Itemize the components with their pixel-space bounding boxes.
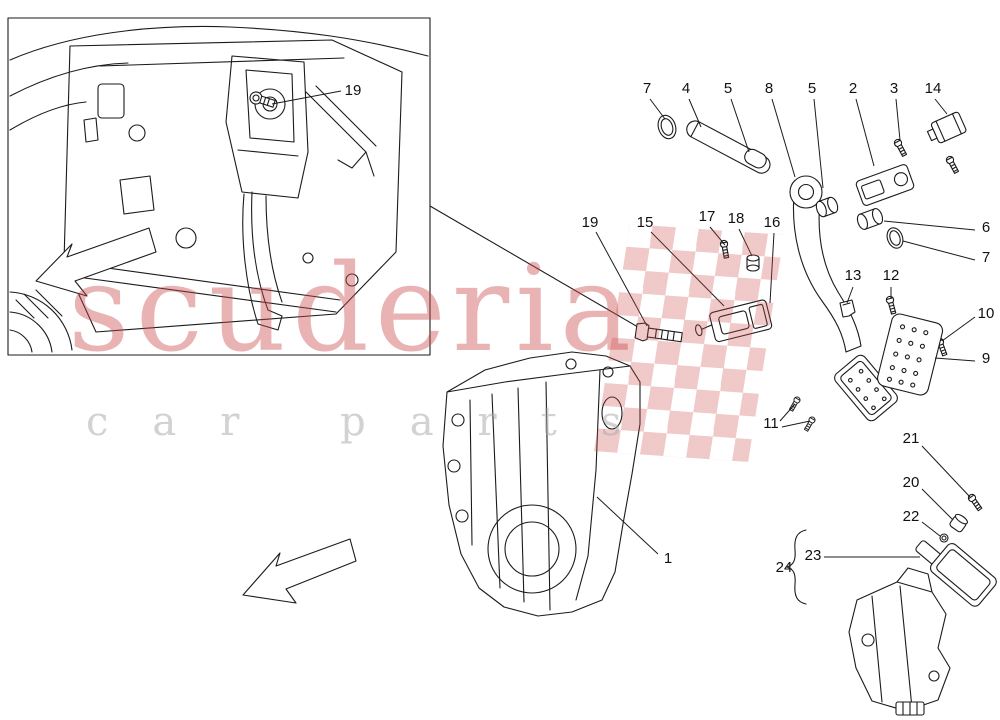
callout-1: 1 [664,550,672,567]
switch-bracket-assembly [695,299,773,343]
leader-line [709,226,726,246]
leader-line [730,98,750,153]
o-ring-part [886,227,904,249]
leader-line [595,231,648,327]
callout-19: 19 [582,214,599,231]
accelerator-pedal-assembly [786,492,997,716]
inset-direction-arrow-icon [35,227,157,297]
grommet-part [949,513,968,533]
rod-bushing-part [744,148,767,169]
leader-line [738,228,753,257]
leader-line [883,220,976,231]
callout-4: 4 [682,80,690,97]
leader-line [779,403,796,422]
hub-bushing-part [815,196,839,218]
callout-17: 17 [699,208,716,225]
callout-2: 2 [849,80,857,97]
leader-line [895,98,901,141]
leader-line [855,98,875,167]
leader-line [902,240,976,261]
callout-6: 6 [982,219,990,236]
inset-view [7,17,431,356]
callout-14: 14 [925,80,942,97]
switch-part [926,111,967,144]
leader-line [769,232,775,304]
screw-part [885,295,898,316]
leader-line [934,357,976,362]
callout-15: 15 [637,214,654,231]
direction-arrow-icon [242,538,357,604]
screw-part [892,137,909,158]
callout-16: 16 [764,214,781,231]
callout-20: 20 [903,474,920,491]
callout-5: 5 [724,80,732,97]
leader-line [941,316,976,342]
leader-line [846,286,854,304]
callout-7: 7 [982,249,990,266]
clutch-pedal-pad [834,354,898,422]
leader-line [934,98,948,115]
leader-line [271,90,342,105]
leader-line [921,488,954,521]
callout-3: 3 [890,80,898,97]
leader-line [650,231,725,307]
leader-line [781,420,811,428]
small-bushing-part [746,254,760,272]
leader-line [649,98,666,120]
callout-18: 18 [728,210,745,227]
leader-line [771,98,796,178]
inset-border [7,17,431,356]
callout-7: 7 [643,80,651,97]
leader-line [921,445,971,498]
callout-22: 22 [903,508,920,525]
callout-24: 24 [776,559,793,576]
studded-pad-part [877,313,944,396]
clutch-pedal-assembly [634,111,967,433]
callout-13: 13 [845,267,862,284]
callout-10: 10 [978,305,995,322]
lever-bracket-part [855,164,915,206]
leader-line [688,98,702,128]
small-bolt-part [719,239,731,259]
pedal-support-bracket [442,351,641,617]
bushing-part [856,208,884,230]
callout-11: 11 [763,415,779,432]
callout-21: 21 [903,430,920,447]
callout-9: 9 [982,350,990,367]
screw-part [944,154,961,175]
hex-bolt-part [634,322,683,343]
small-screw-part [802,415,817,433]
o-ring-part [657,114,677,140]
callout-5: 5 [808,80,816,97]
group-brace [786,529,807,605]
leader-line [813,98,824,189]
clip-part [839,299,856,318]
callout-8: 8 [765,80,773,97]
accelerator-pedal-body [848,567,951,716]
callout-23: 23 [805,547,822,564]
sleeve-part [939,533,949,543]
inset-connector-line [429,205,644,331]
leader-line [596,496,659,555]
callout-12: 12 [883,267,900,284]
accelerator-pedal-pad [929,543,997,607]
callout-19: 19 [345,82,362,99]
leader-line [921,521,941,537]
